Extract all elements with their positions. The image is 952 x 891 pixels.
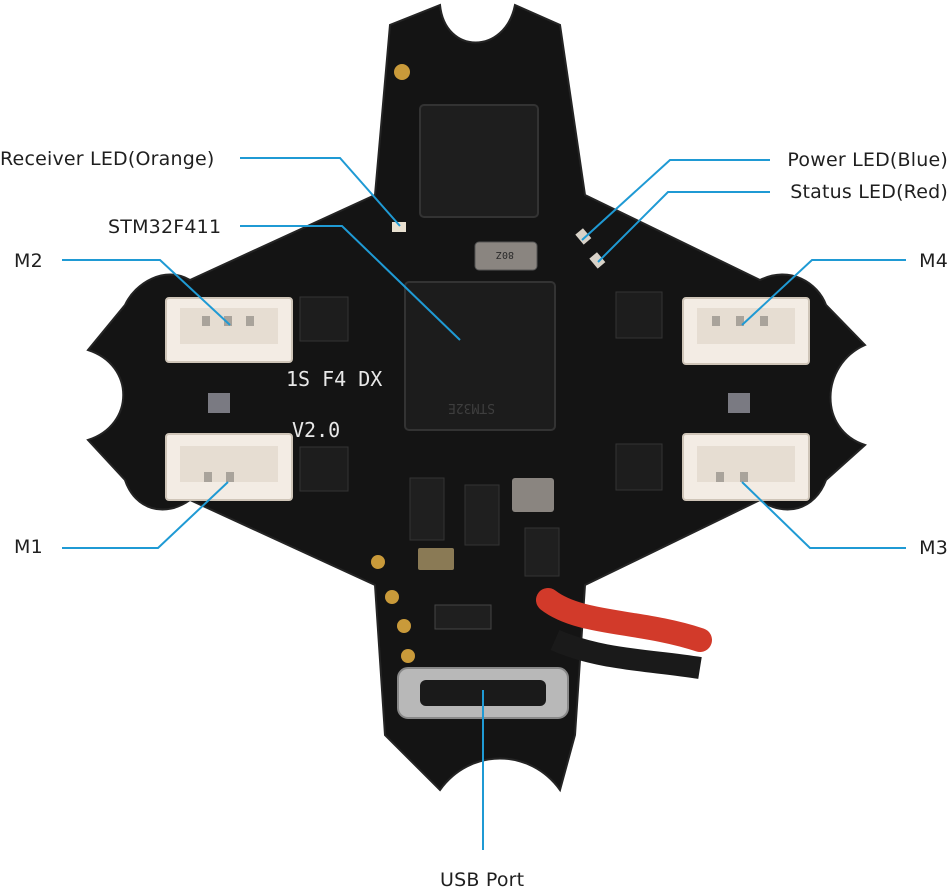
- status-led: [589, 252, 606, 269]
- component: [464, 484, 500, 546]
- crystal: [474, 241, 538, 271]
- m4-connector: [682, 297, 810, 365]
- leader-lines: [62, 157, 906, 850]
- gold-pad: [371, 555, 385, 569]
- leader-status-led: [597, 191, 770, 263]
- black-wire: [550, 629, 702, 679]
- crystal-marking: 80Z: [496, 249, 514, 260]
- power-led: [575, 228, 592, 245]
- power-led-label: Power LED(Blue): [787, 149, 948, 171]
- component: [299, 296, 349, 342]
- top-chip: [419, 104, 539, 218]
- usb-port-label: USB Port: [440, 869, 525, 891]
- mcu-label: STM32F411: [108, 216, 222, 238]
- led: [208, 393, 230, 413]
- m2-connector: [165, 297, 293, 363]
- leader-power-led: [581, 159, 770, 241]
- diode: [434, 604, 492, 630]
- leader-m1: [62, 481, 229, 549]
- gold-pad: [401, 649, 415, 663]
- stm32-chip: [404, 281, 556, 431]
- leader-m3: [741, 481, 906, 549]
- board-version-text: V2.0: [292, 418, 340, 442]
- m1-label: M1: [14, 536, 43, 558]
- status-led-label: Status LED(Red): [790, 181, 948, 203]
- red-wire: [536, 588, 712, 652]
- led: [728, 393, 750, 413]
- m3-label: M3: [919, 537, 948, 559]
- capacitor: [418, 548, 454, 570]
- gold-pad: [397, 619, 411, 633]
- component: [615, 291, 663, 339]
- m4-label: M4: [919, 250, 948, 272]
- chip-marking: STM32E: [448, 400, 495, 415]
- leader-m4: [741, 259, 906, 326]
- receiver-led-label: Receiver LED(Orange): [0, 148, 215, 170]
- component: [524, 527, 560, 577]
- m2-label: M2: [14, 250, 43, 272]
- board-model-text: 1S F4 DX: [286, 367, 382, 391]
- gold-pad: [385, 590, 399, 604]
- leader-m2: [62, 259, 231, 326]
- leader-mcu: [240, 225, 461, 341]
- component: [615, 443, 663, 491]
- capacitor: [512, 478, 554, 512]
- component: [409, 477, 445, 541]
- gold-pad: [394, 64, 410, 80]
- m1-connector: [165, 433, 293, 501]
- component: [299, 446, 349, 492]
- m3-connector: [682, 433, 810, 501]
- receiver-led: [392, 222, 406, 232]
- leader-receiver-led: [240, 157, 401, 227]
